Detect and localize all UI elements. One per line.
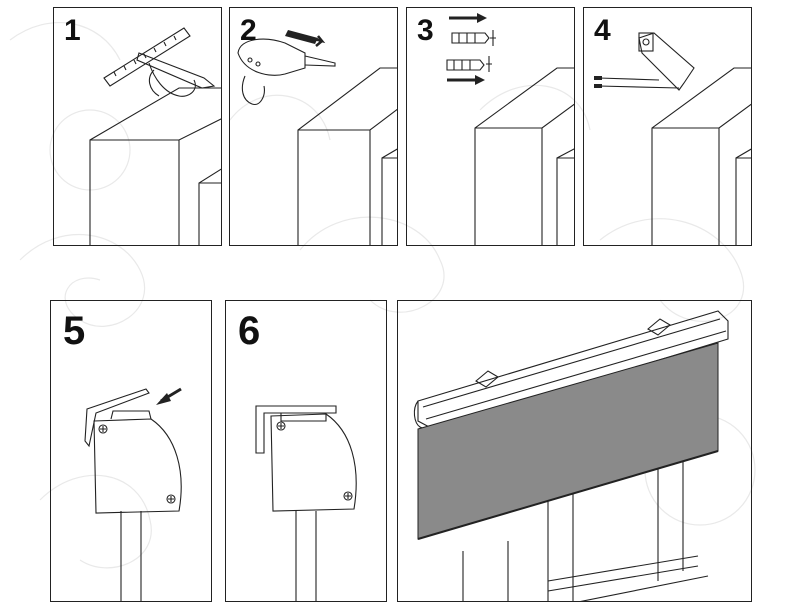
measure-and-mark-icon (89, 27, 221, 245)
step-number: 2 (240, 14, 257, 47)
step-4-panel: 4 (583, 7, 752, 246)
step-number: 3 (417, 14, 434, 47)
wall-plug-icon (446, 13, 574, 245)
step-1-panel: 1 (53, 7, 222, 246)
step-number: 5 (63, 309, 86, 353)
step-number: 4 (594, 14, 611, 47)
step-5-panel: 5 (50, 300, 212, 602)
step-2-panel: 2 (229, 7, 398, 246)
bracket-screw-icon (594, 32, 751, 245)
hook-cassette-icon (84, 387, 182, 601)
step-6-panel: 6 (225, 300, 387, 602)
step-number: 6 (238, 309, 261, 353)
cassette-mounted-icon (255, 405, 357, 601)
blind-fabric (417, 342, 719, 540)
step-3-panel: 3 (406, 7, 575, 246)
step-number: 1 (64, 14, 81, 47)
installed-blind-panel (397, 300, 752, 602)
drill-icon (237, 30, 397, 245)
installed-roller-blind-icon (413, 310, 729, 601)
